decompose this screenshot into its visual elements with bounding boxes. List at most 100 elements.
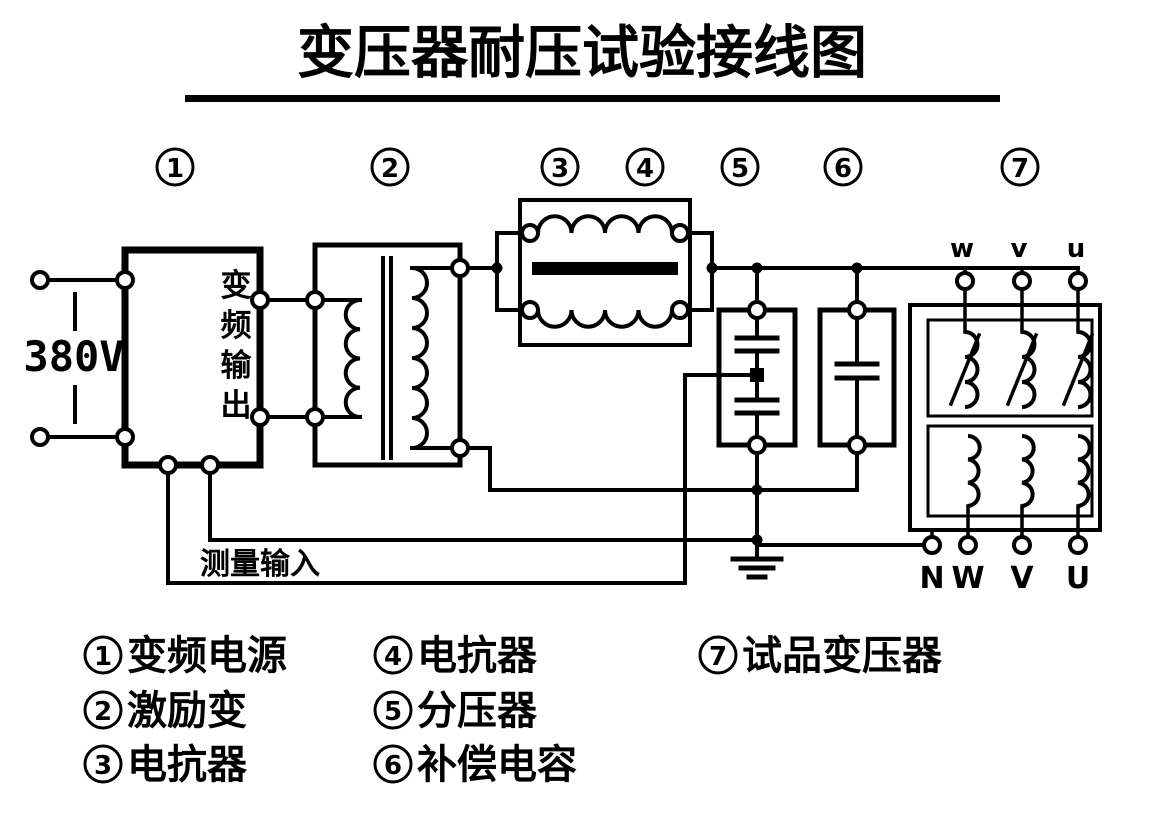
marker-number: 2 — [381, 154, 399, 184]
terminal — [305, 290, 325, 310]
input-source: 380V — [23, 270, 125, 447]
divider-tap-node — [750, 368, 764, 382]
legend-number: 5 — [384, 697, 402, 727]
winding-slash — [1005, 332, 1039, 407]
legend-number: 7 — [709, 642, 727, 672]
hv-terminal-label-u: u — [1067, 234, 1086, 264]
excitation-terminals — [305, 258, 470, 458]
legend-label: 变频电源 — [127, 633, 287, 679]
legend-circle — [373, 690, 413, 730]
input-terminal-bottom — [30, 427, 50, 447]
legend-item-4: 4 电抗器 — [373, 633, 538, 679]
legend-item-2: 2 激励变 — [83, 688, 247, 734]
excitation-box — [312, 242, 463, 468]
lv-terminal-w — [958, 535, 978, 555]
component-marker-2: 2 — [370, 147, 410, 187]
legend-number: 6 — [384, 751, 402, 781]
measure-input-label: 测量输入 — [200, 547, 320, 582]
component-marker-3: 3 — [540, 147, 580, 187]
winding-coil — [964, 330, 980, 409]
winding-coil — [1077, 330, 1093, 409]
legend-item-5: 5 分压器 — [373, 688, 538, 734]
marker-number: 1 — [166, 154, 184, 184]
lv-terminal-u — [1068, 535, 1088, 555]
terminal — [158, 455, 178, 475]
legend-circle — [373, 744, 413, 784]
terminal — [200, 455, 220, 475]
terminal — [747, 300, 767, 320]
ground-network — [466, 446, 926, 580]
winding-coil — [967, 434, 982, 508]
legend-number: 4 — [384, 642, 402, 672]
legend-item-3: 3 电抗器 — [83, 742, 248, 788]
component-1-inverter: 变 频 输 出 — [115, 246, 270, 475]
terminal — [520, 223, 540, 243]
component-marker-5: 5 — [720, 147, 760, 187]
marker-circle — [540, 147, 580, 187]
legend-label: 电抗器 — [127, 742, 248, 788]
hv-terminal-w — [955, 271, 975, 291]
terminal — [847, 435, 867, 455]
title-underline — [185, 95, 1000, 102]
reactor-box — [518, 198, 692, 347]
marker-number: 6 — [834, 154, 852, 184]
component-marker-7: 7 — [1000, 147, 1040, 187]
terminal — [115, 270, 135, 290]
winding-slash — [1061, 332, 1095, 407]
lv-terminal-v — [1012, 535, 1032, 555]
junction-dot — [751, 534, 763, 546]
terminal — [250, 290, 270, 310]
winding-coil — [1021, 434, 1036, 508]
component-marker-4: 4 — [625, 147, 665, 187]
hv-bus: w v u — [710, 234, 1088, 334]
legend-circle — [83, 635, 123, 675]
reactor-coil-bottom — [536, 309, 674, 329]
terminal — [520, 300, 540, 320]
title-block: 变压器耐压试验接线图 — [185, 20, 1000, 102]
reactor-core-bar — [532, 262, 678, 275]
inverter-output-char: 出 — [221, 388, 252, 424]
test-transformer-box — [908, 303, 1102, 532]
component-marker-6: 6 — [823, 147, 863, 187]
terminal — [670, 300, 690, 320]
component-3-4-reactors — [466, 198, 718, 347]
component-7-test-transformer: N W V U — [908, 303, 1102, 596]
terminal — [450, 258, 470, 278]
legend-item-1: 1 变频电源 — [83, 633, 287, 679]
marker-number: 5 — [731, 154, 749, 184]
legend-label: 分压器 — [417, 688, 538, 734]
marker-circle — [155, 147, 195, 187]
winding-coil — [1021, 330, 1037, 409]
inverter-output-char: 变 — [221, 268, 252, 304]
legend-label: 电抗器 — [417, 633, 538, 679]
page-title: 变压器耐压试验接线图 — [297, 20, 867, 86]
component-marker-1: 1 — [155, 147, 195, 187]
legend-number: 3 — [94, 751, 112, 781]
legend-item-6: 6 补偿电容 — [373, 742, 577, 788]
terminal — [250, 407, 270, 427]
legend-circle — [373, 635, 413, 675]
marker-circle — [823, 147, 863, 187]
hv-terminal-label-w: w — [950, 234, 974, 264]
marker-circle — [625, 147, 665, 187]
marker-circle — [370, 147, 410, 187]
legend-item-7: 7 试品变压器 — [698, 633, 943, 679]
legend-circle — [698, 635, 738, 675]
primary-coil — [343, 298, 361, 419]
lv-terminal-label-u: U — [1066, 561, 1090, 596]
component-6-compensation-capacitor — [817, 300, 897, 455]
hv-terminal-v — [1012, 271, 1032, 291]
component-2-excitation-transformer — [305, 242, 470, 468]
lv-terminal-label-v: V — [1010, 561, 1034, 596]
legend-label: 补偿电容 — [417, 742, 577, 788]
marker-number: 7 — [1011, 154, 1029, 184]
input-voltage-label: 380V — [23, 332, 124, 381]
legend-circle — [83, 690, 123, 730]
inverter-output-char: 输 — [221, 348, 253, 384]
marker-circle — [1000, 147, 1040, 187]
legend-number: 2 — [94, 697, 112, 727]
lv-winding-box — [926, 424, 1094, 518]
terminal — [747, 435, 767, 455]
hv-terminal-u — [1068, 271, 1088, 291]
